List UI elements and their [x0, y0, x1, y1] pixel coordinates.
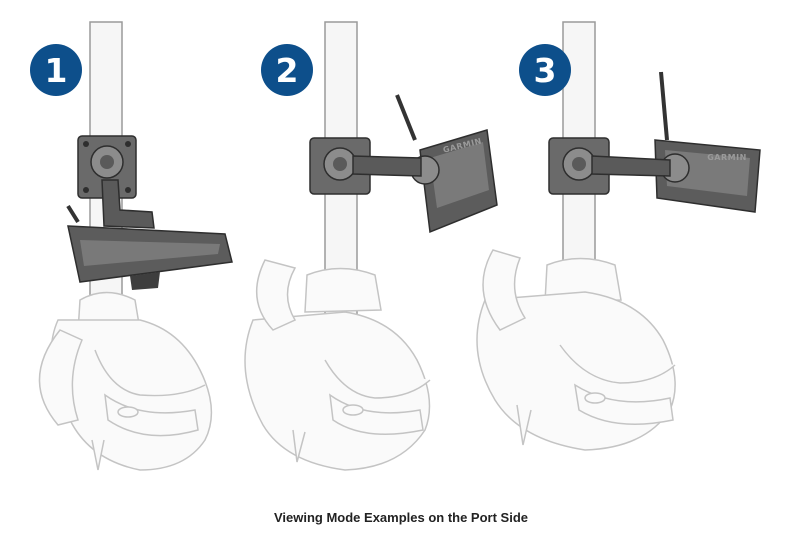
step-badge-2: [261, 44, 313, 96]
illustration-1: 1: [30, 21, 233, 471]
step-number-3: 3: [534, 51, 557, 90]
mount-bracket: [77, 135, 155, 229]
transducer: [66, 204, 233, 290]
transducer: GARMIN: [654, 71, 761, 213]
step-badge-3: [519, 44, 571, 96]
brand-label: GARMIN: [707, 153, 747, 162]
figure-caption: Viewing Mode Examples on the Port Side: [273, 510, 529, 525]
trolling-motor: [38, 291, 213, 471]
illustration-2: GARMIN 2: [244, 21, 498, 471]
transducer: GARMIN: [395, 94, 498, 234]
mount-bracket: [548, 137, 671, 195]
trolling-motor: [476, 249, 676, 451]
step-number-1: 1: [45, 51, 68, 90]
trolling-motor: [244, 259, 431, 471]
mount-bracket: [309, 137, 422, 195]
step-number-2: 2: [276, 51, 299, 90]
step-badge-1: [30, 44, 82, 96]
illustration-3: GARMIN 3: [476, 21, 761, 451]
